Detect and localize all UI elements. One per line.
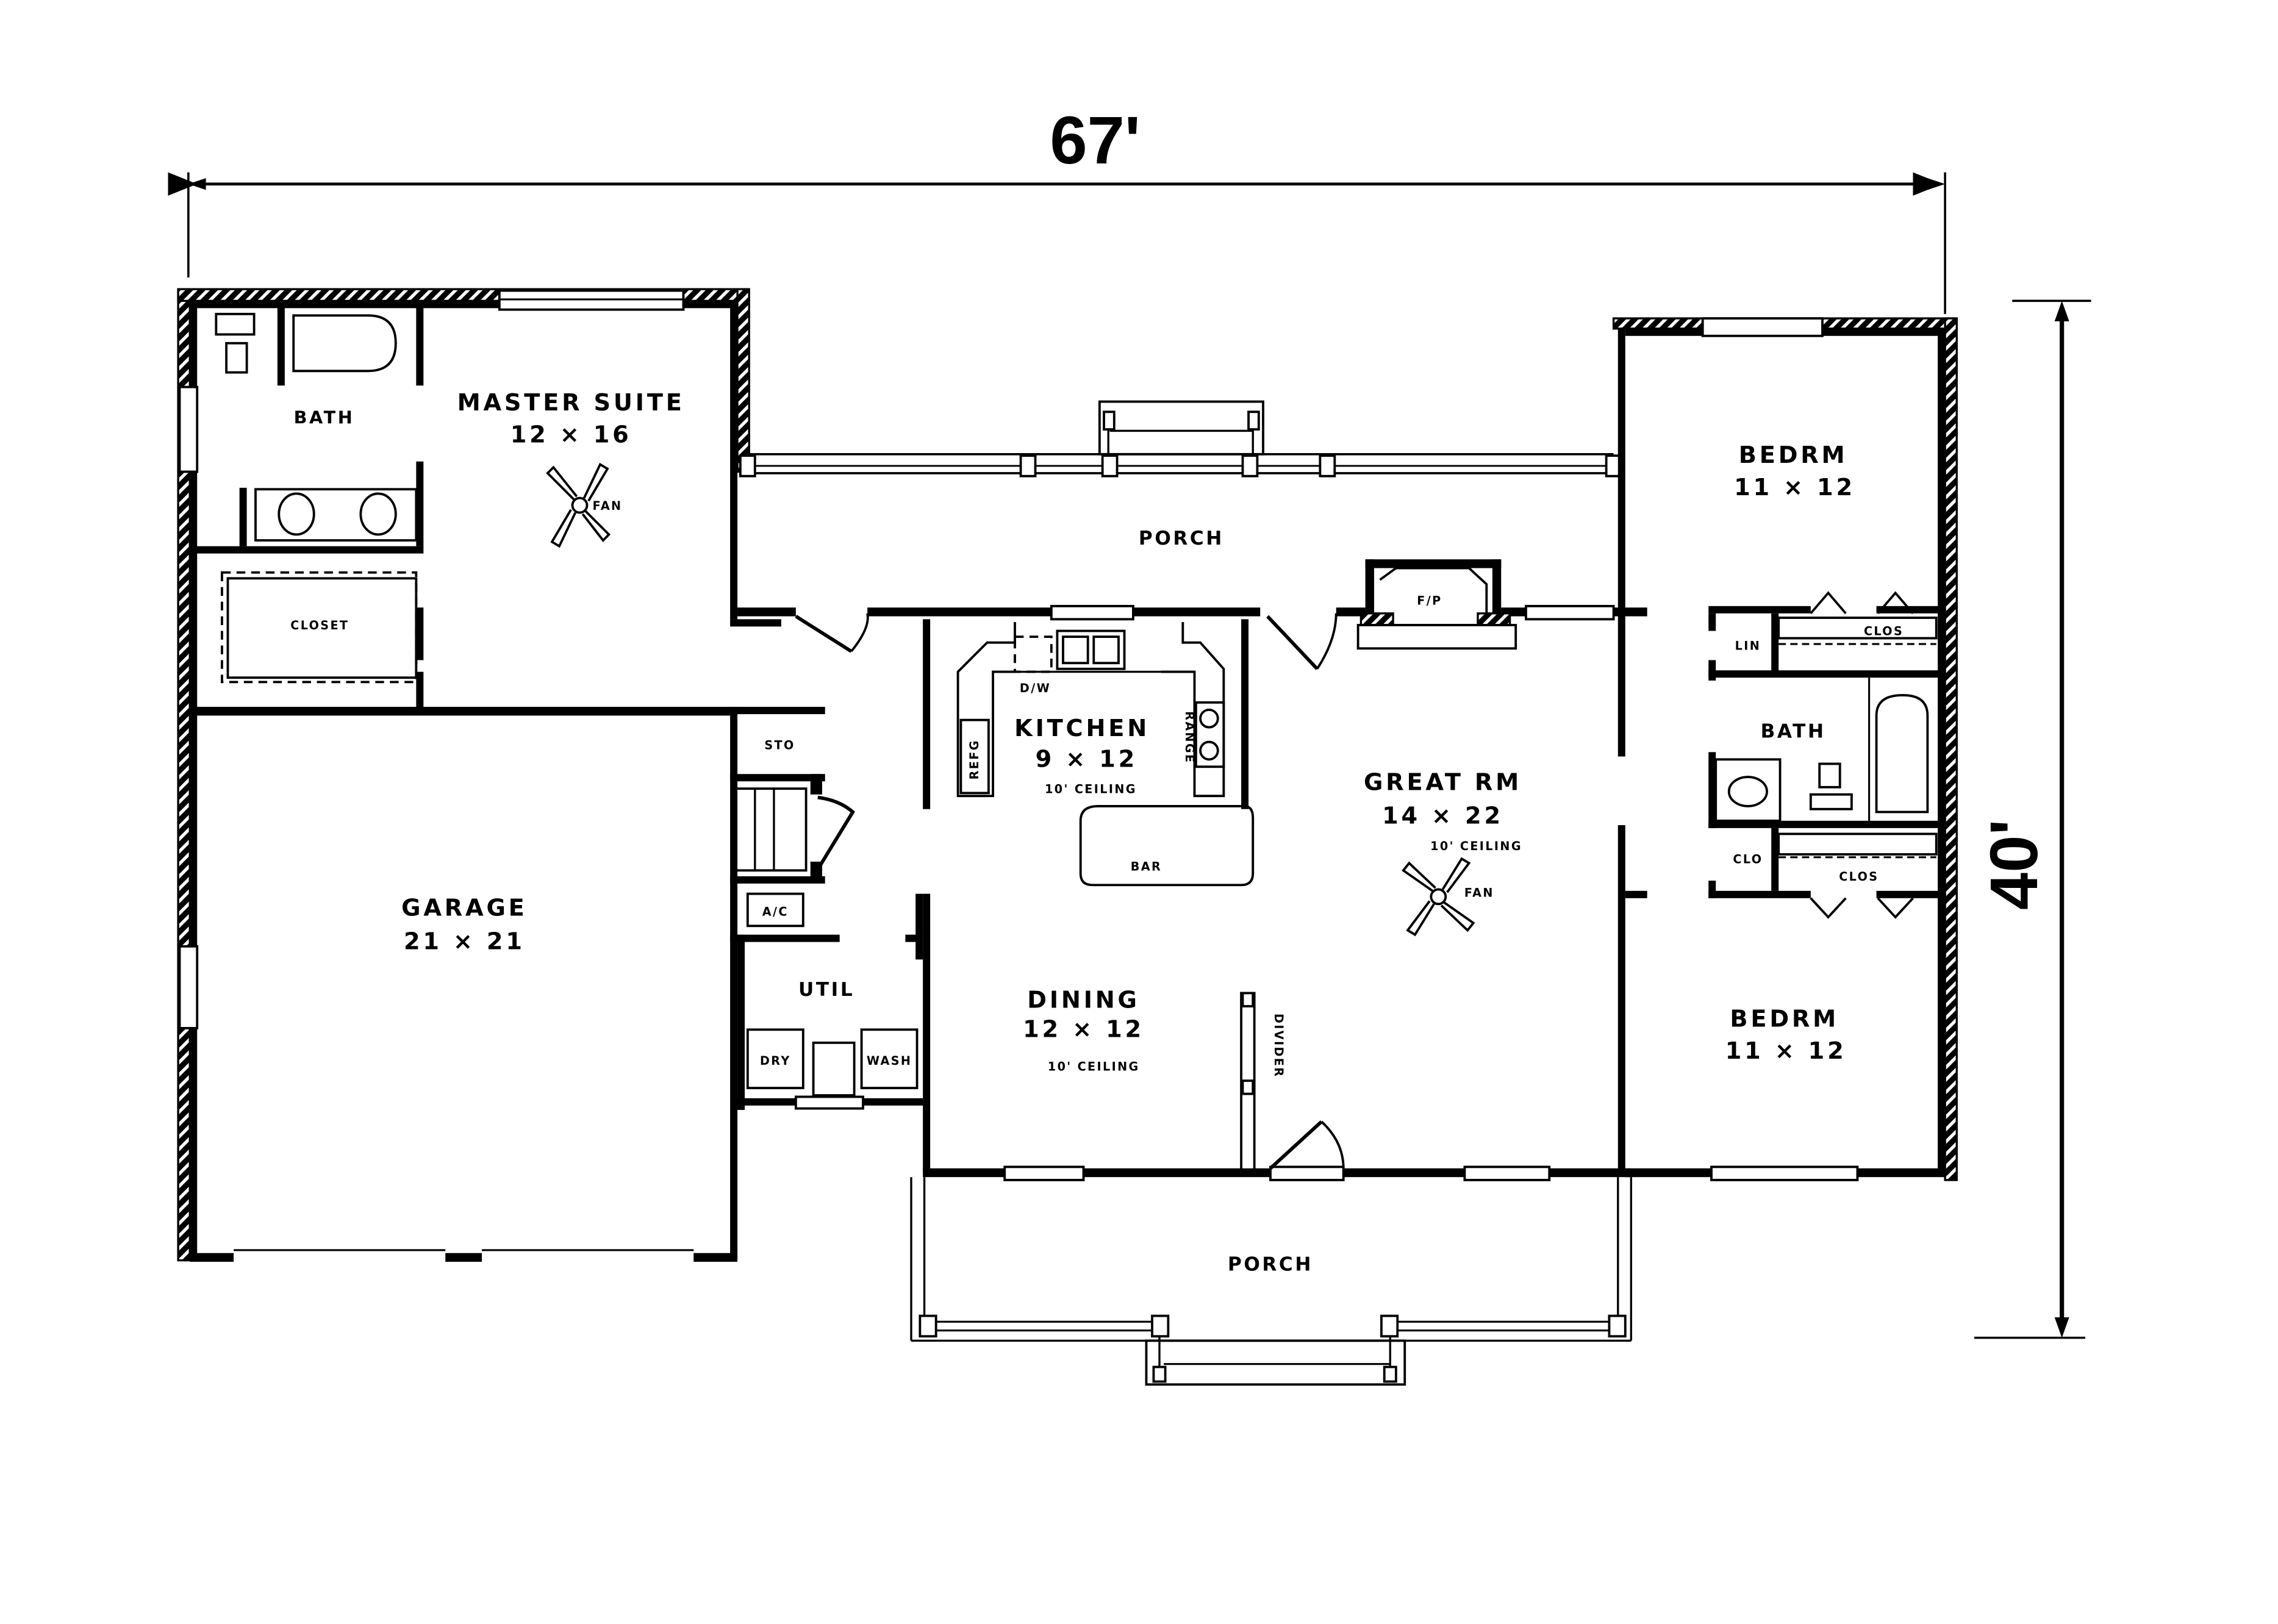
refrigerator-label: REFG [967, 739, 981, 779]
bedroom-2-closet-label: CLOS [1839, 870, 1879, 884]
hall-closet-label: CLO [1733, 852, 1763, 866]
left-wing-walls [177, 288, 781, 1262]
right-wing-walls [1612, 317, 1958, 1181]
dining-size: 12 × 12 [1023, 1015, 1144, 1043]
master-suite-size: 12 × 16 [510, 421, 632, 449]
master-closet-rod [221, 571, 418, 684]
depth-dimension: 40' [1974, 299, 2091, 1339]
bedroom-2-size: 11 × 12 [1725, 1037, 1847, 1065]
divider-label: DIVIDER [1272, 1014, 1286, 1078]
master-bath-fixtures [215, 312, 418, 542]
rear-porch-label: PORCH [1139, 528, 1224, 549]
bedroom-1-size: 11 × 12 [1734, 474, 1855, 501]
kitchen-size: 9 × 12 [1036, 745, 1137, 773]
garage-label: GARAGE [401, 895, 528, 922]
kitchen-label: KITCHEN [1014, 715, 1150, 742]
storage-label: STO [764, 739, 795, 753]
overall-depth-label: 40' [1977, 819, 2052, 910]
master-closet-label: CLOSET [290, 618, 349, 632]
utility-label: UTIL [798, 979, 854, 1001]
range-label: RANGE [1183, 711, 1197, 764]
bedroom-1-label: BEDRM [1739, 442, 1848, 469]
rear-porch-structure [739, 400, 1622, 478]
dining-label: DINING [1027, 986, 1140, 1014]
dryer-label: DRY [760, 1054, 791, 1068]
dining-ceiling: 10' CEILING [1048, 1059, 1140, 1073]
fireplace-label: F/P [1417, 593, 1442, 607]
width-dimension: 67' [168, 103, 1946, 314]
fan-icon [1402, 857, 1475, 937]
room-labels: MASTER SUITE 12 × 16 FAN BATH CLOSET GAR… [290, 389, 1904, 1276]
garage-size: 21 × 21 [404, 928, 525, 956]
washer-label: WASH [867, 1054, 912, 1068]
kitchen-fixtures [956, 622, 1255, 887]
bedroom-1-closet-label: CLOS [1864, 624, 1904, 639]
kitchen-ceiling: 10' CEILING [1045, 782, 1137, 796]
master-fan-label: FAN [593, 499, 623, 513]
dishwasher-label: D/W [1020, 681, 1051, 695]
master-bath-label: BATH [294, 407, 355, 427]
great-room-ceiling: 10' CEILING [1430, 839, 1522, 853]
master-suite-label: MASTER SUITE [457, 389, 685, 417]
front-porch-label: PORCH [1228, 1253, 1313, 1275]
ac-label: A/C [762, 905, 789, 919]
great-room-label: GREAT RM [1364, 769, 1522, 796]
hall-bath-label: BATH [1761, 720, 1826, 742]
fan-icon [546, 462, 611, 548]
overall-width-label: 67' [1050, 103, 1141, 178]
front-porch-structure [910, 1177, 1633, 1386]
linen-label: LIN [1735, 639, 1761, 653]
bar-label: BAR [1131, 859, 1162, 873]
bedroom-2-label: BEDRM [1730, 1006, 1839, 1033]
great-room-size: 14 × 22 [1382, 803, 1503, 830]
center-walls [730, 318, 1957, 1181]
great-room-fan-label: FAN [1464, 885, 1494, 900]
